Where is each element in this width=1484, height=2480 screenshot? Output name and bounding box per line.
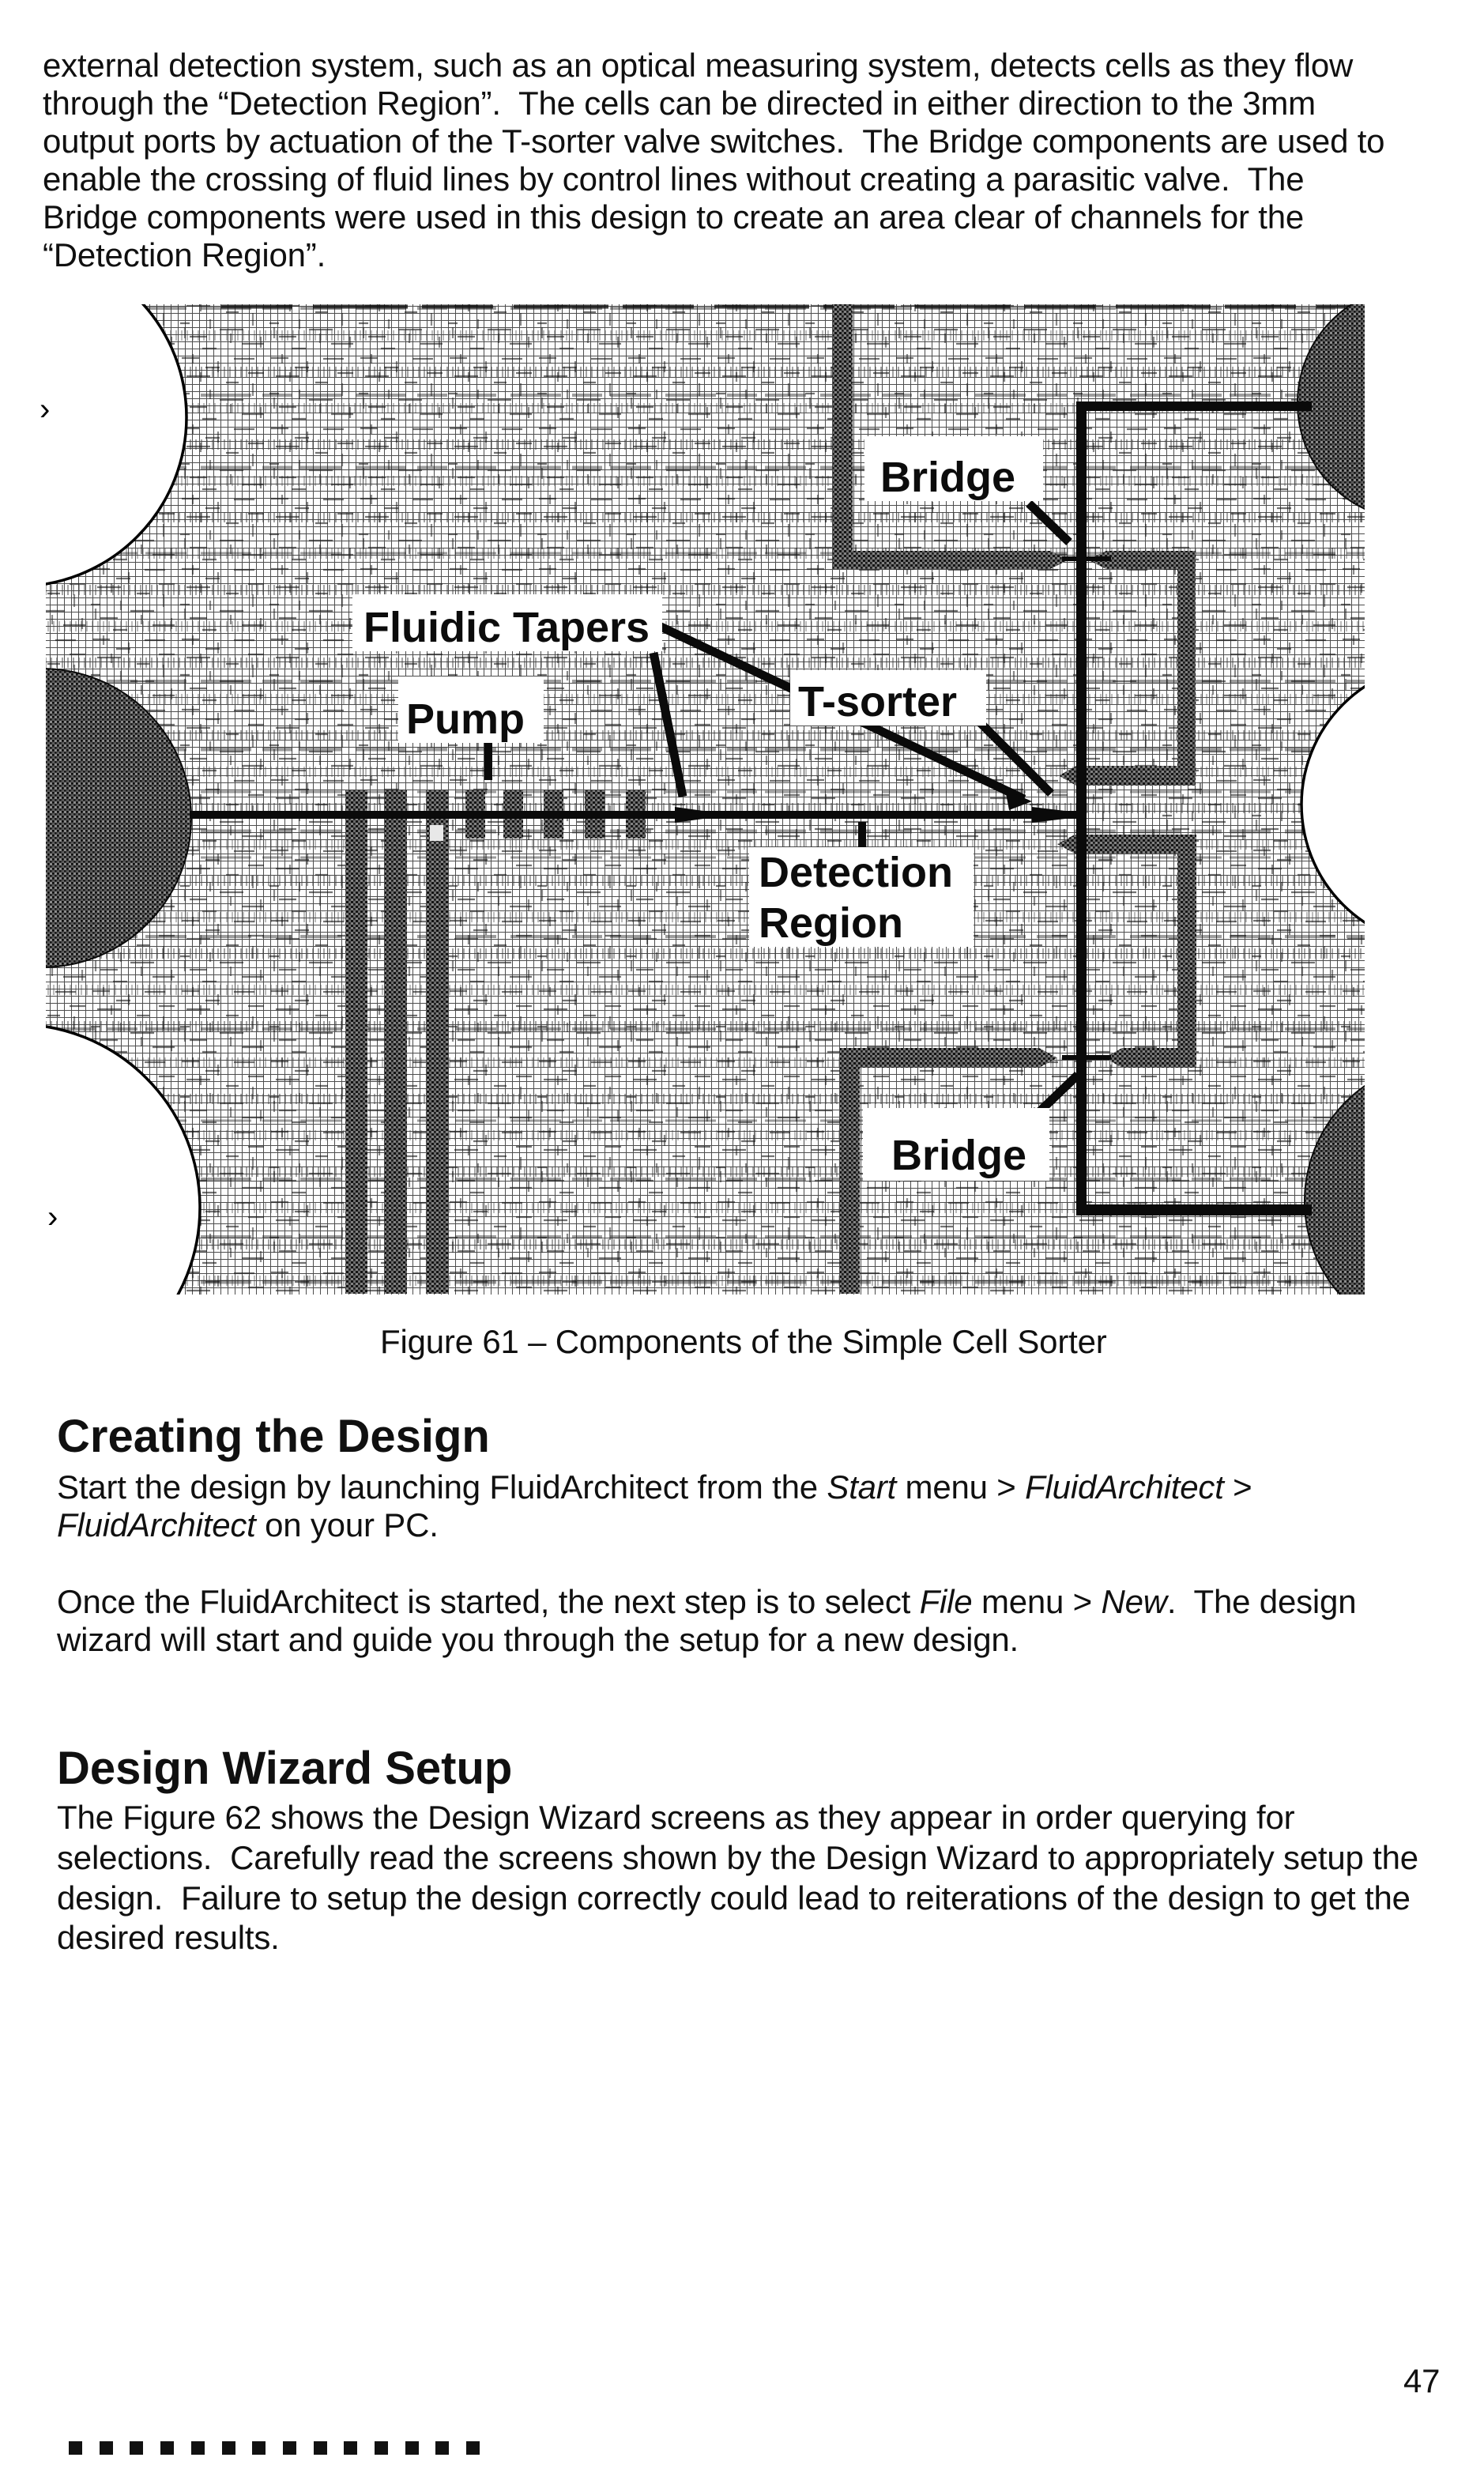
svg-text:Bridge: Bridge [891,1132,1026,1179]
svg-text:Fluidic Tapers: Fluidic Tapers [363,604,650,651]
svg-text:Detection: Detection [759,849,953,896]
svg-text:›: › [40,392,50,427]
svg-text:T-sorter: T-sorter [798,678,957,726]
svg-text:Pump: Pump [406,695,525,743]
svg-text:›: › [47,1200,58,1234]
svg-text:Region: Region [759,899,903,947]
svg-text:Bridge: Bridge [880,454,1015,501]
